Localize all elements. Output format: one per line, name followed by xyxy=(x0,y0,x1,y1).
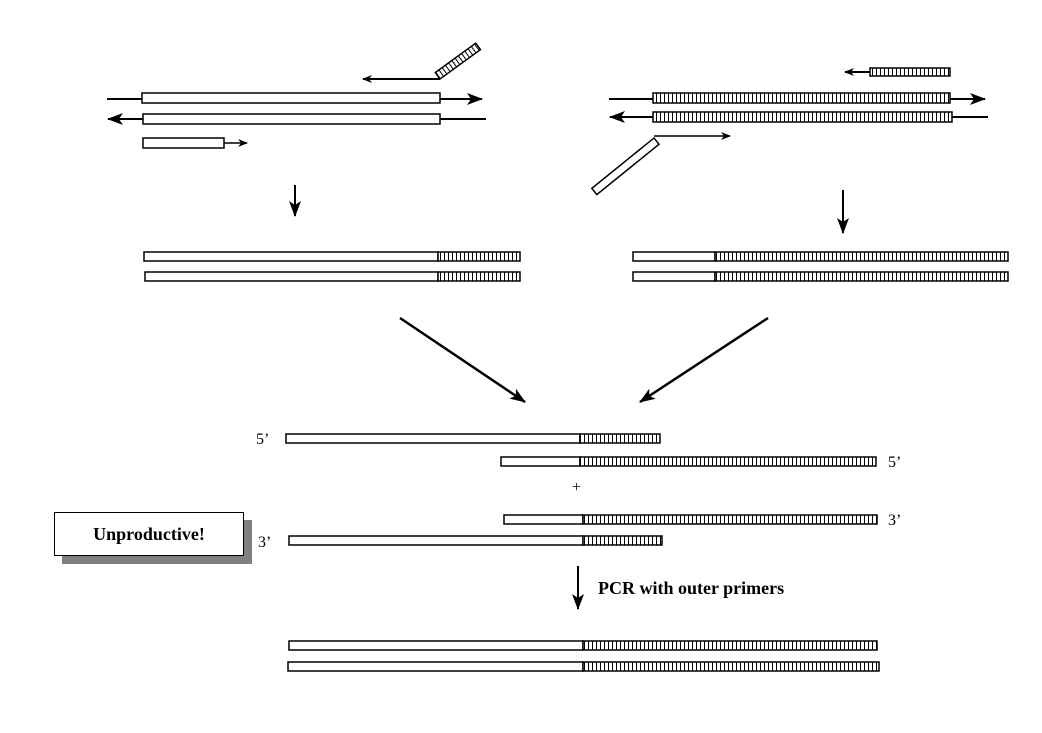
template-right xyxy=(590,67,988,196)
template-left xyxy=(107,42,486,149)
outer-primer-left xyxy=(142,137,225,149)
plus-sign: + xyxy=(572,479,581,496)
label-3prime-bottom: 3’ xyxy=(258,534,271,551)
arrow-merge-right xyxy=(639,316,769,404)
product-left xyxy=(143,251,521,282)
product-right xyxy=(632,251,1009,282)
pcr-step-label: PCR with outer primers xyxy=(598,578,785,598)
label-5prime-right: 5’ xyxy=(888,454,901,471)
label-5prime-top: 5’ xyxy=(256,431,269,448)
unproductive-callout: Unproductive! xyxy=(54,512,244,556)
arrow-merge-left xyxy=(399,316,526,404)
mutagenic-primer-left xyxy=(434,42,482,81)
annealed-strands xyxy=(285,433,878,546)
final-product xyxy=(287,640,880,672)
mutagenic-primer-right xyxy=(590,136,661,196)
outer-primer-right xyxy=(869,67,951,77)
label-3prime-right: 3’ xyxy=(888,512,901,529)
